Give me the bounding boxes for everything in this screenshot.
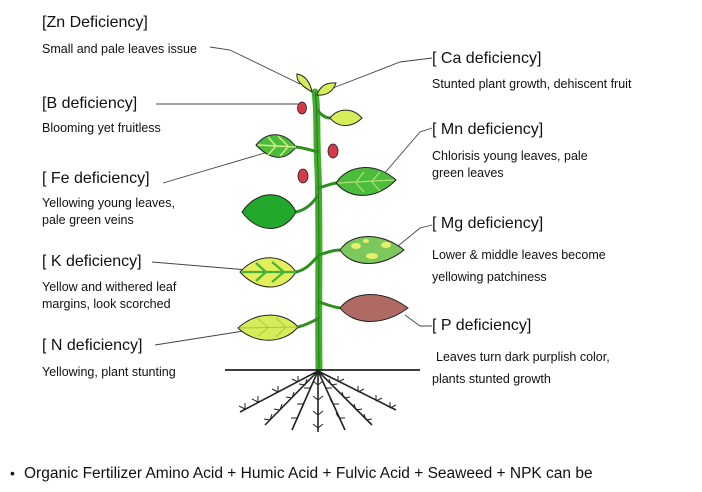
label-p-title: [ P deficiency]: [432, 317, 532, 334]
label-p-desc-1: Leaves turn dark purplish color,: [436, 350, 610, 364]
leaf-mg-patches: [351, 239, 391, 259]
petiole-p: [317, 300, 342, 310]
label-mg-title: [ Mg deficiency]: [432, 215, 544, 232]
leaf-mn-veins: [337, 171, 395, 193]
fruit-low: [297, 168, 309, 184]
bullet-row: • Organic Fertilizer Amino Acid + Humic A…: [10, 465, 700, 483]
root-1: [239, 370, 319, 413]
label-ca-title: [ Ca deficiency]: [432, 50, 542, 67]
label-ca-desc: Stunted plant growth, dehiscent fruit: [432, 77, 632, 91]
leader-k: [151, 261, 249, 271]
bullet-text: Organic Fertilizer Amino Acid + Humic Ac…: [24, 465, 593, 482]
petiole-mg: [317, 248, 342, 257]
label-mn-desc-1: Chlorisis young leaves, pale: [432, 149, 588, 163]
leader-p: [404, 314, 432, 327]
bud-zn: [296, 73, 313, 93]
label-k-title: [ K deficiency]: [42, 253, 142, 270]
label-zn-title: [Zn Deficiency]: [42, 14, 148, 31]
label-b-title: [B deficiency]: [42, 95, 138, 112]
leaf-fe-veins: [257, 135, 297, 157]
label-fe-title: [ Fe deficiency]: [42, 170, 150, 187]
leader-lines: [151, 46, 433, 346]
label-mn-title: [ Mn deficiency]: [432, 121, 544, 138]
petiole-dark: [294, 193, 320, 214]
label-b-desc: Blooming yet fruitless: [42, 121, 161, 135]
leaf-k-veins: [242, 261, 296, 283]
leader-n: [154, 329, 251, 346]
leader-ca: [332, 57, 433, 89]
bullet-dot: •: [10, 465, 15, 481]
leader-mg: [397, 224, 433, 247]
label-mg-desc-2: yellowing patchiness: [432, 270, 547, 284]
petiole-n: [296, 316, 321, 329]
leaf-p: [339, 294, 409, 322]
leaf-mg: [339, 236, 405, 264]
label-k-desc-2: margins, look scorched: [42, 297, 171, 311]
label-zn-desc: Small and pale leaves issue: [42, 42, 197, 56]
label-n-desc: Yellowing, plant stunting: [42, 365, 176, 379]
root-hairs: [238, 376, 397, 429]
bud-ca: [316, 82, 337, 96]
leaf-n-veins: [239, 317, 299, 338]
label-fe-desc-1: Yellowing young leaves,: [42, 196, 175, 210]
root-7: [317, 370, 397, 411]
label-k-desc-1: Yellow and withered leaf: [42, 280, 177, 294]
root-5: [317, 370, 346, 431]
leaf-ca-upper: [329, 109, 363, 126]
label-n-title: [ N deficiency]: [42, 337, 143, 354]
label-mg-desc-1: Lower & middle leaves become: [432, 248, 606, 262]
petiole-fe: [294, 145, 320, 154]
label-mn-desc-2: green leaves: [432, 166, 504, 180]
petioles: [294, 108, 342, 329]
fruit-b: [297, 101, 307, 115]
petiole-ca: [315, 108, 332, 120]
fruit-mid: [327, 143, 339, 159]
leader-mn: [382, 127, 433, 176]
roots: [239, 370, 397, 432]
label-p-desc-2: plants stunted growth: [432, 372, 551, 386]
petiole-k: [294, 253, 321, 274]
leaf-dark: [241, 194, 297, 229]
label-fe-desc-2: pale green veins: [42, 213, 134, 227]
petiole-mn: [316, 181, 338, 190]
leader-fe: [162, 149, 276, 184]
leader-zn: [209, 46, 301, 85]
